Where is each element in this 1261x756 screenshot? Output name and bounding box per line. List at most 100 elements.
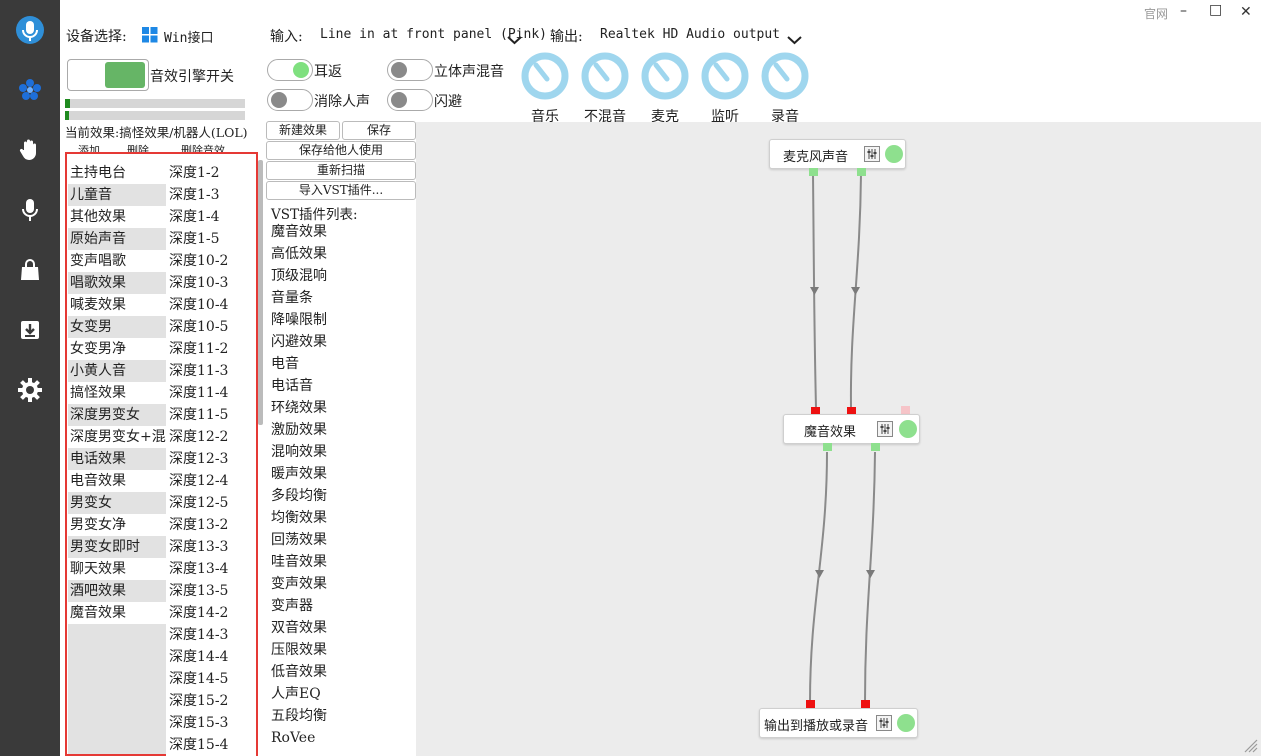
device-value[interactable]: Win接口 bbox=[164, 31, 214, 46]
no-mix-knob[interactable]: 不混音 bbox=[580, 52, 630, 126]
output-select[interactable]: Realtek HD Audio output bbox=[600, 27, 781, 42]
vst-plugin-item[interactable]: 电话音 bbox=[271, 378, 313, 394]
import-vst-button[interactable]: 导入VST插件... bbox=[266, 181, 416, 200]
vst-plugin-item[interactable]: 双音效果 bbox=[271, 620, 327, 636]
effect-preset-item[interactable]: 深度13-4 bbox=[166, 558, 256, 580]
mic-source-node[interactable]: 麦克风声音 bbox=[769, 139, 906, 169]
effect-category-item[interactable]: 深度男变女+混响 bbox=[70, 429, 166, 445]
node-status-dot[interactable] bbox=[897, 714, 915, 732]
effect-category-item[interactable]: 原始声音 bbox=[68, 228, 166, 250]
delete-effect-button[interactable]: 删除音效 bbox=[181, 144, 225, 152]
vst-plugin-item[interactable]: 回荡效果 bbox=[271, 532, 327, 548]
effect-category-item[interactable]: 主持电台 bbox=[70, 165, 126, 181]
effect-category-item[interactable]: 变声唱歌 bbox=[70, 253, 126, 269]
effect-category-item[interactable]: 女变男 bbox=[68, 316, 166, 338]
effect-preset-item[interactable]: 深度15-4 bbox=[166, 734, 256, 756]
flower-icon[interactable] bbox=[12, 72, 48, 108]
effect-preset-item[interactable]: 深度12-3 bbox=[166, 448, 256, 470]
effect-preset-item[interactable]: 深度1-5 bbox=[166, 228, 256, 250]
chevron-down-icon[interactable] bbox=[507, 30, 522, 49]
effect-preset-item[interactable]: 深度14-5 bbox=[166, 668, 256, 690]
effect-preset-item[interactable]: 深度13-3 bbox=[166, 536, 256, 558]
effect-category-item[interactable]: 小黄人音 bbox=[68, 360, 166, 382]
vst-plugin-item[interactable]: 暖声效果 bbox=[271, 466, 327, 482]
download-icon[interactable] bbox=[12, 312, 48, 348]
gear-icon[interactable] bbox=[12, 372, 48, 408]
effect-category-item[interactable]: 酒吧效果 bbox=[68, 580, 166, 602]
effect-preset-item[interactable]: 深度14-3 bbox=[166, 624, 256, 646]
vst-plugin-item[interactable]: 人声EQ bbox=[271, 686, 321, 702]
effect-preset-item[interactable]: 深度12-4 bbox=[166, 470, 256, 492]
effect-preset-item[interactable]: 深度1-3 bbox=[166, 184, 256, 206]
effect-preset-item[interactable]: 深度12-5 bbox=[166, 492, 256, 514]
vst-plugin-item[interactable]: 混响效果 bbox=[271, 444, 327, 460]
dodge-toggle[interactable] bbox=[387, 89, 433, 111]
hand-icon[interactable] bbox=[12, 132, 48, 168]
maximize-button[interactable]: □ bbox=[1209, 2, 1223, 18]
effect-preset-item[interactable]: 深度11-4 bbox=[166, 382, 256, 404]
vst-plugin-item[interactable]: 魔音效果 bbox=[271, 224, 327, 240]
minimize-button[interactable]: – bbox=[1180, 3, 1187, 19]
vst-plugin-item[interactable]: 低音效果 bbox=[271, 664, 327, 680]
vst-plugin-item[interactable]: 环绕效果 bbox=[271, 400, 327, 416]
vst-plugin-item[interactable]: 五段均衡 bbox=[271, 708, 327, 724]
effect-preset-item[interactable]: 深度1-4 bbox=[166, 206, 256, 228]
vst-plugin-item[interactable]: 变声器 bbox=[271, 598, 313, 614]
input-port[interactable] bbox=[847, 407, 856, 415]
vst-plugin-item[interactable]: 闪避效果 bbox=[271, 334, 327, 350]
effect-preset-item[interactable]: 深度10-3 bbox=[166, 272, 256, 294]
rescan-button[interactable]: 重新扫描 bbox=[266, 161, 416, 180]
shop-bag-icon[interactable] bbox=[12, 252, 48, 288]
add-effect-button[interactable]: 添加 bbox=[78, 144, 100, 152]
vst-plugin-item[interactable]: 高低效果 bbox=[271, 246, 327, 262]
magic-effect-node[interactable]: 魔音效果 bbox=[783, 414, 920, 444]
effect-preset-item[interactable]: 深度11-5 bbox=[166, 404, 256, 426]
stereo-mix-toggle[interactable] bbox=[387, 59, 433, 81]
engine-switch[interactable] bbox=[67, 59, 149, 91]
vst-plugin-item[interactable]: 多段均衡 bbox=[271, 488, 327, 504]
effect-category-item[interactable]: 搞怪效果 bbox=[70, 385, 126, 401]
node-status-dot[interactable] bbox=[899, 420, 917, 438]
microphone-logo-icon[interactable] bbox=[12, 12, 48, 48]
output-node[interactable]: 输出到播放或录音 bbox=[759, 708, 918, 738]
effect-preset-item[interactable]: 深度10-4 bbox=[166, 294, 256, 316]
output-port[interactable] bbox=[809, 168, 818, 176]
remove-vocal-toggle[interactable] bbox=[267, 89, 313, 111]
mic-icon[interactable] bbox=[12, 192, 48, 228]
effect-category-item[interactable]: 其他效果 bbox=[70, 209, 126, 225]
vst-plugin-item[interactable]: 变声效果 bbox=[271, 576, 327, 592]
monitor-knob[interactable]: 监听 bbox=[700, 52, 750, 126]
output-port[interactable] bbox=[823, 443, 832, 451]
vst-plugin-item[interactable]: 顶级混响 bbox=[271, 268, 327, 284]
sidechain-port[interactable] bbox=[901, 406, 910, 414]
vst-plugin-item[interactable]: 均衡效果 bbox=[271, 510, 327, 526]
output-port[interactable] bbox=[871, 443, 880, 451]
effect-category-item[interactable]: 男变女净 bbox=[70, 517, 126, 533]
vst-plugin-item[interactable]: 压限效果 bbox=[271, 642, 327, 658]
vst-plugin-item[interactable]: RoVee bbox=[271, 730, 316, 746]
mic-knob[interactable]: 麦克 bbox=[640, 52, 690, 126]
effect-preset-item[interactable]: 深度11-2 bbox=[166, 338, 256, 360]
vst-plugin-item[interactable]: 降噪限制 bbox=[271, 312, 327, 328]
effect-category-item[interactable]: 电话效果 bbox=[68, 448, 166, 470]
effect-preset-item[interactable]: 深度15-3 bbox=[166, 712, 256, 734]
equalizer-icon[interactable] bbox=[877, 421, 893, 437]
vst-plugin-item[interactable]: 激励效果 bbox=[271, 422, 327, 438]
chevron-down-icon[interactable] bbox=[787, 30, 802, 49]
save-for-others-button[interactable]: 保存给他人使用 bbox=[266, 141, 416, 160]
effect-preset-item[interactable]: 深度10-5 bbox=[166, 316, 256, 338]
effect-preset-item[interactable]: 深度11-3 bbox=[166, 360, 256, 382]
effect-category-item[interactable]: 男变女即时 bbox=[68, 536, 166, 558]
music-knob[interactable]: 音乐 bbox=[520, 52, 570, 126]
effect-preset-item[interactable]: 深度14-4 bbox=[166, 646, 256, 668]
effect-category-item[interactable]: 聊天效果 bbox=[70, 561, 126, 577]
input-port[interactable] bbox=[811, 407, 820, 415]
effect-category-item[interactable]: 喊麦效果 bbox=[70, 297, 126, 313]
effect-category-item[interactable]: 深度男变女 bbox=[68, 404, 166, 426]
close-button[interactable]: ✕ bbox=[1240, 4, 1252, 20]
delete-button[interactable]: 删除 bbox=[127, 144, 149, 152]
input-select[interactable]: Line in at front panel (Pink) bbox=[320, 27, 547, 42]
effect-category-item[interactable]: 魔音效果 bbox=[70, 605, 126, 621]
effect-preset-item[interactable]: 深度1-2 bbox=[166, 162, 256, 184]
effect-preset-item[interactable]: 深度12-2 bbox=[166, 426, 256, 448]
